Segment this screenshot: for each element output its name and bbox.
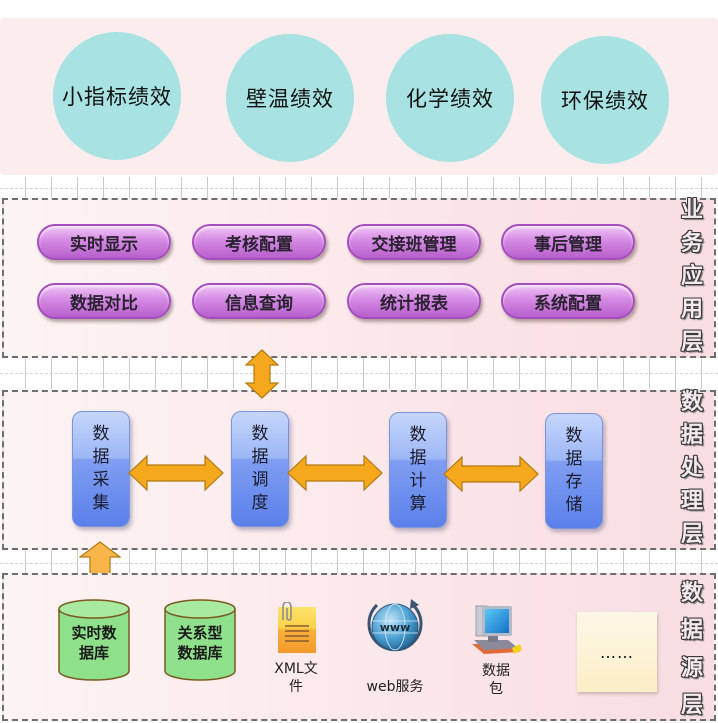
title-char: 源 — [680, 655, 703, 681]
realtime-database[interactable]: 实时数 据库 — [58, 599, 130, 681]
caption-line: 包 — [489, 681, 503, 698]
www-globe-icon: www — [367, 599, 423, 652]
perf-circle-label: 小指标绩效 — [62, 85, 172, 109]
xml-file-source[interactable]: XML文 件 — [266, 602, 326, 696]
more-sources-box[interactable]: …… — [577, 612, 657, 692]
perf-circle-environment[interactable]: 环保绩效 — [541, 36, 669, 164]
processing-layer-title: 数 据 处 理 层 — [678, 392, 706, 546]
perf-circle-small-indicator[interactable]: 小指标绩效 — [53, 32, 181, 160]
title-char: 层 — [680, 522, 703, 547]
separator-strip — [0, 549, 718, 576]
box-char: 算 — [409, 493, 427, 514]
business-application-layer: 实时显示 考核配置 交接班管理 事后管理 数据对比 信息查询 统计报表 系统配置… — [2, 198, 716, 358]
button-label: 实时显示 — [70, 234, 138, 255]
data-packet-source[interactable]: 数据 包 — [464, 604, 528, 698]
button-label: 统计报表 — [380, 293, 448, 314]
perf-circle-wall-temp[interactable]: 壁温绩效 — [226, 34, 354, 162]
data-compare-button[interactable]: 数据对比 — [37, 283, 171, 319]
db-line: 关系型 — [177, 624, 223, 642]
realtime-display-button[interactable]: 实时显示 — [37, 224, 171, 260]
box-char: 集 — [92, 492, 110, 513]
perf-circle-label: 化学绩效 — [406, 87, 494, 111]
info-query-button[interactable]: 信息查询 — [192, 283, 326, 319]
data-computation-box[interactable]: 数 据 计 算 — [389, 412, 447, 528]
globe-text: www — [380, 621, 411, 634]
business-layer-title: 业 务 应 用 层 — [678, 200, 706, 354]
double-arrow-compute-store — [443, 456, 539, 492]
box-char: 据 — [251, 447, 269, 468]
title-char: 用 — [680, 297, 703, 322]
post-event-mgmt-button[interactable]: 事后管理 — [501, 224, 635, 260]
web-service-caption: web服务 — [367, 678, 424, 696]
box-char: 采 — [92, 470, 110, 490]
xml-file-caption: XML文 件 — [274, 660, 317, 696]
vertical-double-arrow — [245, 349, 279, 399]
title-char: 处 — [680, 456, 703, 481]
box-char: 据 — [565, 449, 583, 470]
assessment-config-button[interactable]: 考核配置 — [192, 224, 326, 260]
box-char: 计 — [409, 471, 427, 491]
data-collection-box[interactable]: 数 据 采 集 — [72, 411, 130, 527]
source-layer-title: 数 据 源 层 — [678, 583, 706, 717]
more-label: …… — [600, 642, 634, 662]
data-processing-layer: 数 据 采 集 数 据 调 度 数 据 计 算 数 据 存 储 数 据 处 理 … — [2, 390, 716, 550]
db-line: 实时数 — [71, 624, 117, 642]
button-label: 信息查询 — [225, 293, 293, 314]
database-cylinder-icon — [164, 599, 236, 681]
box-char: 存 — [565, 472, 583, 492]
data-scheduling-box[interactable]: 数 据 调 度 — [231, 411, 289, 527]
perf-circle-label: 环保绩效 — [561, 89, 649, 113]
double-arrow-collect-schedule — [128, 455, 224, 491]
title-char: 数 — [680, 390, 703, 415]
button-label: 事后管理 — [534, 234, 602, 255]
title-char: 理 — [680, 489, 703, 514]
title-char: 务 — [680, 231, 703, 256]
box-char: 度 — [251, 492, 269, 513]
performance-panel: 小指标绩效 壁温绩效 化学绩效 环保绩效 — [0, 18, 718, 175]
shift-handover-button[interactable]: 交接班管理 — [347, 224, 481, 260]
separator-strip — [0, 177, 718, 199]
button-label: 数据对比 — [70, 293, 138, 314]
button-label: 交接班管理 — [371, 234, 457, 255]
box-char: 据 — [92, 447, 110, 468]
box-char: 数 — [92, 424, 110, 445]
caption-line: 数据 — [482, 663, 510, 679]
database-cylinder-icon — [58, 599, 130, 681]
perf-circle-label: 壁温绩效 — [246, 87, 334, 111]
title-char: 层 — [680, 330, 703, 355]
title-char: 据 — [680, 618, 703, 644]
caption-line: 件 — [288, 679, 303, 696]
button-label: 系统配置 — [534, 293, 602, 314]
double-arrow-schedule-compute — [287, 455, 383, 491]
caption-line: XML文 — [274, 661, 318, 677]
box-char: 数 — [409, 425, 427, 446]
title-char: 据 — [680, 423, 703, 448]
database-label: 关系型 数据库 — [164, 623, 236, 664]
data-storage-box[interactable]: 数 据 存 储 — [545, 413, 603, 529]
box-char: 据 — [409, 448, 427, 469]
database-label: 实时数 据库 — [58, 623, 130, 664]
data-packet-caption: 数据 包 — [482, 662, 510, 698]
title-char: 层 — [680, 692, 703, 718]
title-char: 数 — [680, 581, 703, 606]
system-config-button[interactable]: 系统配置 — [501, 283, 635, 319]
box-char: 数 — [251, 424, 269, 445]
title-char: 应 — [680, 264, 703, 289]
xml-document-icon — [278, 602, 316, 653]
separator-strip — [0, 357, 718, 389]
db-line: 据库 — [78, 644, 109, 663]
box-char: 数 — [565, 426, 583, 447]
perf-circle-chemistry[interactable]: 化学绩效 — [386, 34, 514, 162]
up-arrow — [79, 541, 121, 577]
title-char: 业 — [680, 198, 703, 223]
box-char: 储 — [565, 494, 583, 515]
web-service-source[interactable]: www web服务 — [359, 595, 431, 696]
relational-database[interactable]: 关系型 数据库 — [164, 599, 236, 681]
button-label: 考核配置 — [225, 234, 293, 255]
box-char: 调 — [251, 470, 269, 490]
caption-line: web服务 — [366, 679, 424, 695]
computer-icon — [472, 605, 522, 654]
db-line: 数据库 — [177, 644, 223, 663]
stat-report-button[interactable]: 统计报表 — [347, 283, 481, 319]
